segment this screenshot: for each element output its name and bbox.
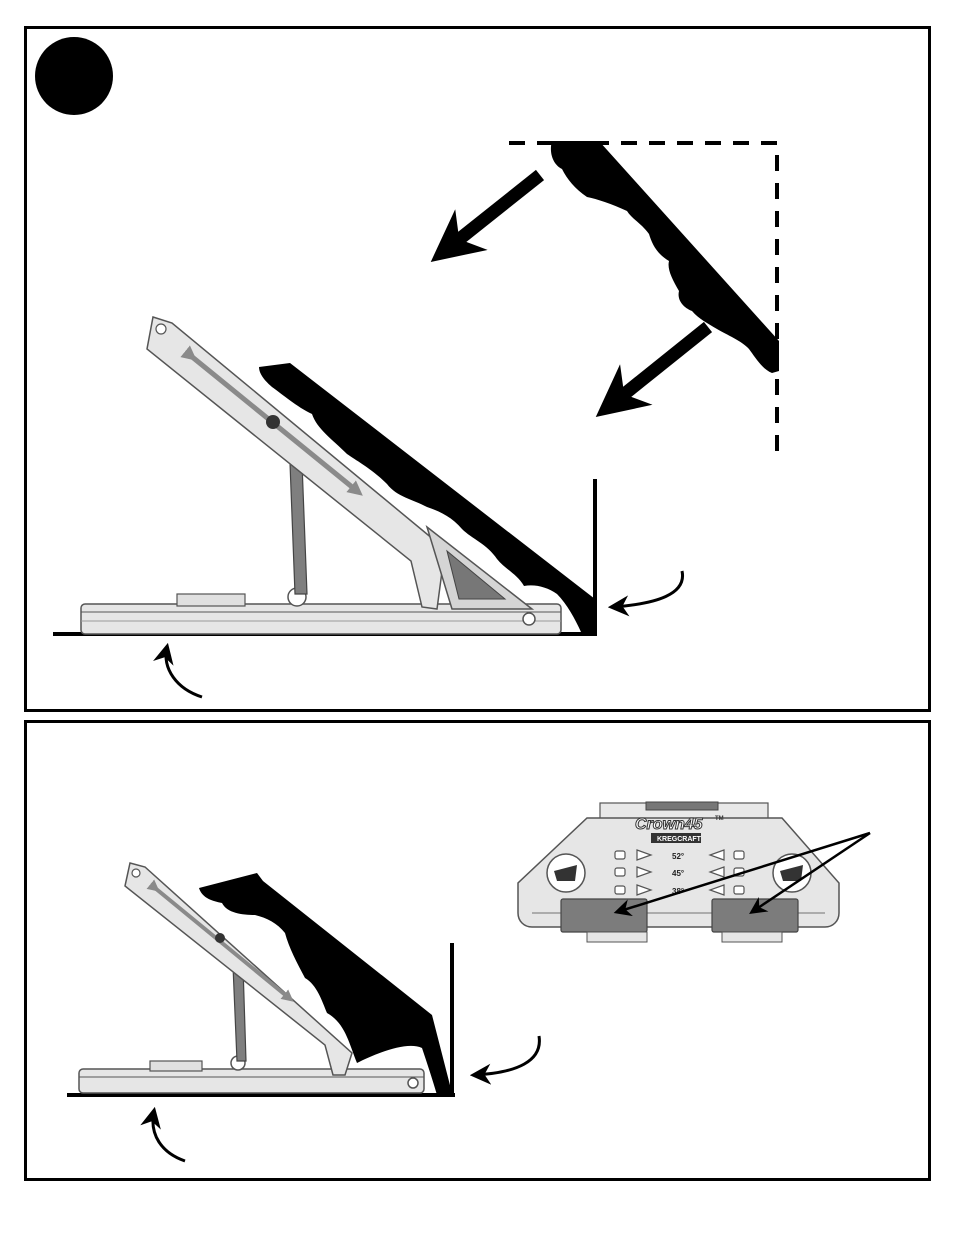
bottom-illustration: Crown45 TM KREGCRAFT 52° 45° 38° [27,723,928,1178]
crown45-tool-side-view [81,317,561,634]
move-arrow-icon [447,175,540,249]
panel-bottom: Crown45 TM KREGCRAFT 52° 45° 38° [24,720,931,1181]
trademark: TM [715,816,724,822]
crown45-tool-top-view: Crown45 TM KREGCRAFT 52° 45° 38° [518,802,839,942]
brand-name: Crown45 [635,816,704,833]
pointer-arrow-icon [612,571,683,607]
pointer-arrow-icon [153,1111,185,1161]
pointer-arrow-icon [166,647,202,697]
logo-icon [215,933,225,943]
panel-top [24,26,931,712]
right-tab [712,899,798,932]
left-tab [561,899,647,932]
angle-label: 45° [672,869,684,878]
crown-molding-upper [551,141,779,373]
angle-label: 52° [672,852,684,861]
move-arrow-icon [612,327,708,404]
maker-name: KREGCRAFT [657,836,702,843]
top-illustration [27,29,928,709]
logo-icon [266,415,280,429]
pointer-arrow-icon [474,1036,539,1075]
